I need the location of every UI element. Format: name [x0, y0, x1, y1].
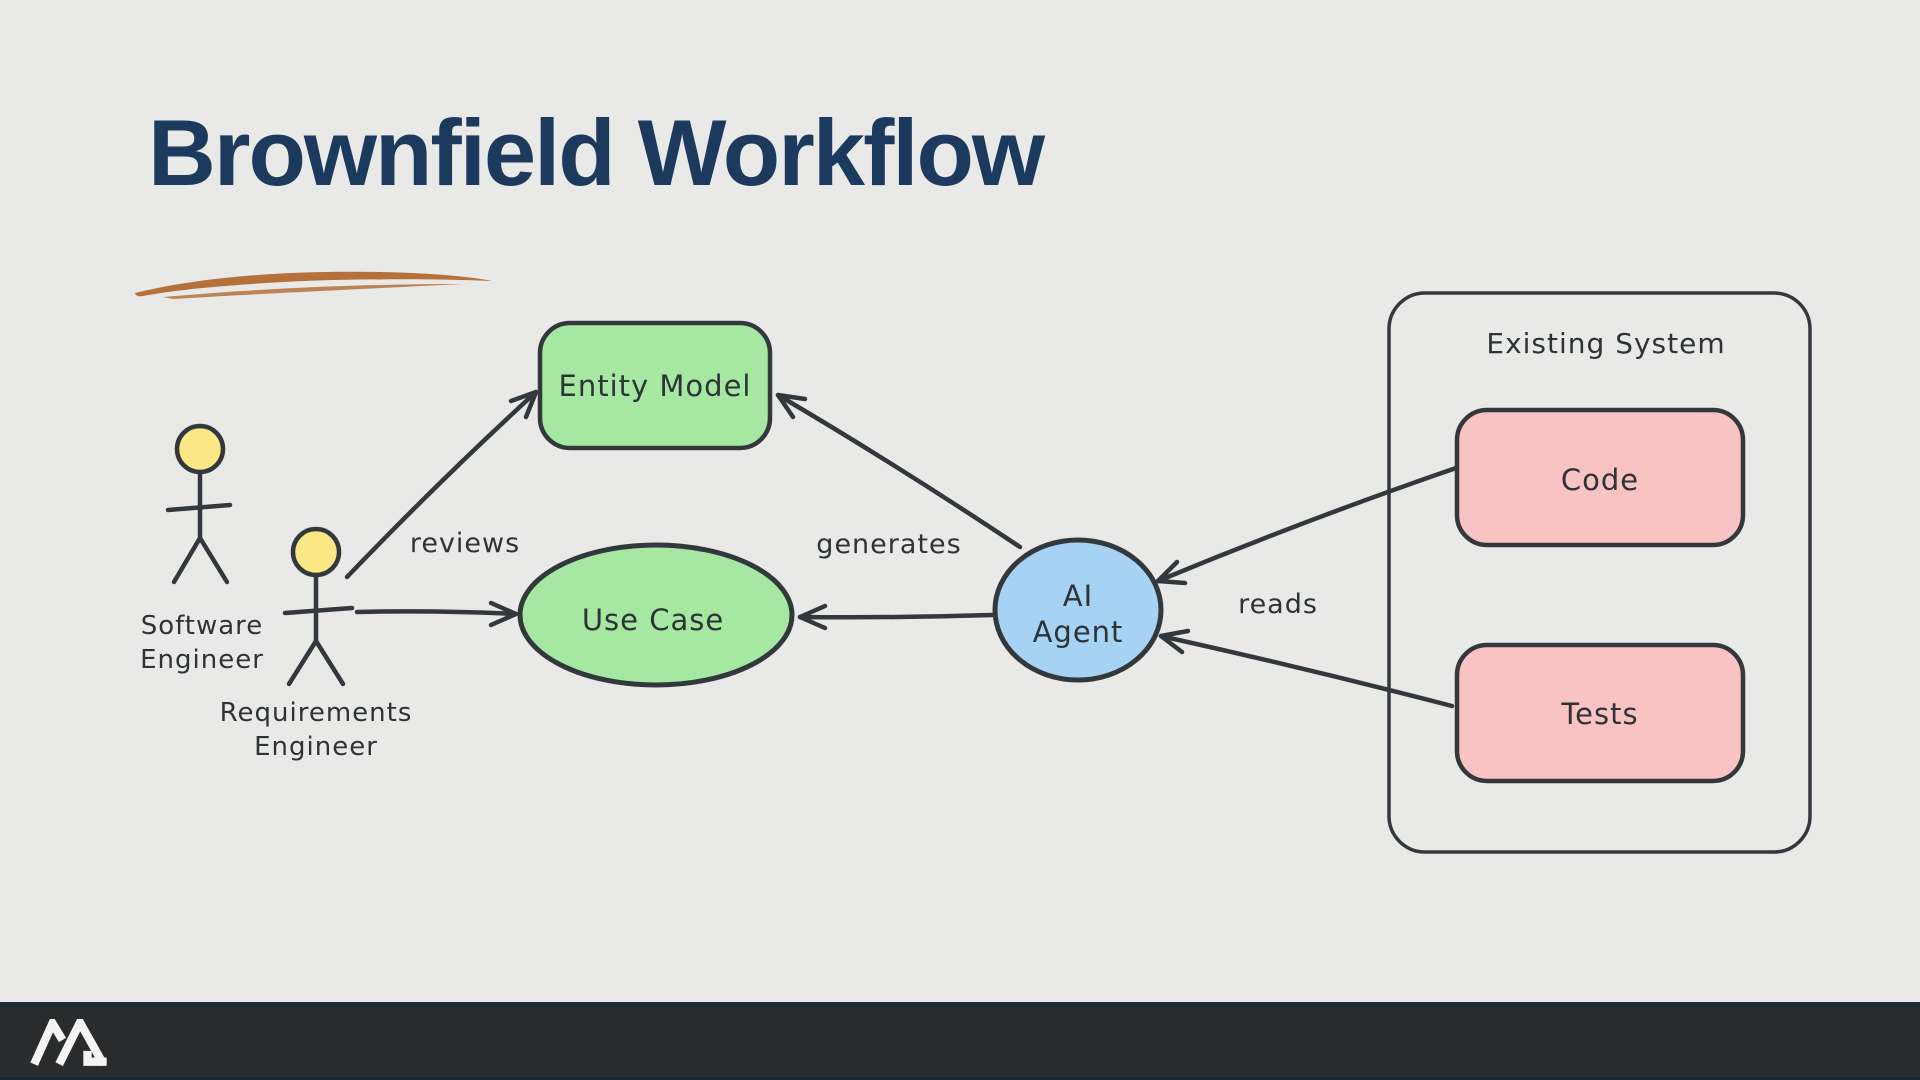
requirements-engineer-label: Requirements Engineer — [219, 698, 413, 762]
existing-system-group-shape — [1387, 291, 1812, 854]
existing-system-label: Existing System — [1486, 327, 1726, 360]
use-case-shape — [517, 542, 795, 688]
generates-edge-label: generates — [816, 529, 962, 560]
edge-requirements-engineer-to-entity-model — [344, 389, 539, 580]
entity-model-label: Entity Model — [558, 369, 752, 403]
tests-shape — [1454, 642, 1746, 784]
code-label: Code — [1560, 463, 1640, 497]
edge-ai-agent-to-use-case — [797, 603, 995, 631]
use-case-label: Use Case — [581, 603, 725, 637]
software-engineer-label: Software Engineer — [140, 611, 264, 675]
ai-agent-shape — [992, 537, 1164, 683]
requirements-engineer-actor-icon — [282, 526, 355, 687]
title-underline-brush-icon — [135, 271, 492, 299]
software-engineer-actor-icon — [165, 423, 233, 585]
code-shape — [1454, 407, 1746, 548]
entity-model-shape — [537, 320, 773, 451]
footer-bar — [0, 1002, 1920, 1080]
reviews-edge-label: reviews — [409, 528, 521, 559]
edge-requirements-engineer-to-use-case — [354, 600, 519, 628]
edge-code-to-ai-agent — [1155, 465, 1459, 586]
edge-ai-agent-to-entity-model — [775, 392, 1023, 550]
m-mark-logo-icon — [30, 1019, 107, 1066]
ai-agent-label: AI Agent — [1032, 579, 1124, 650]
tests-label: Tests — [1561, 697, 1639, 731]
reads-edge-label: reads — [1238, 589, 1318, 620]
edge-tests-to-ai-agent — [1158, 628, 1455, 709]
slide-title: Brownfield Workflow — [148, 100, 1045, 205]
